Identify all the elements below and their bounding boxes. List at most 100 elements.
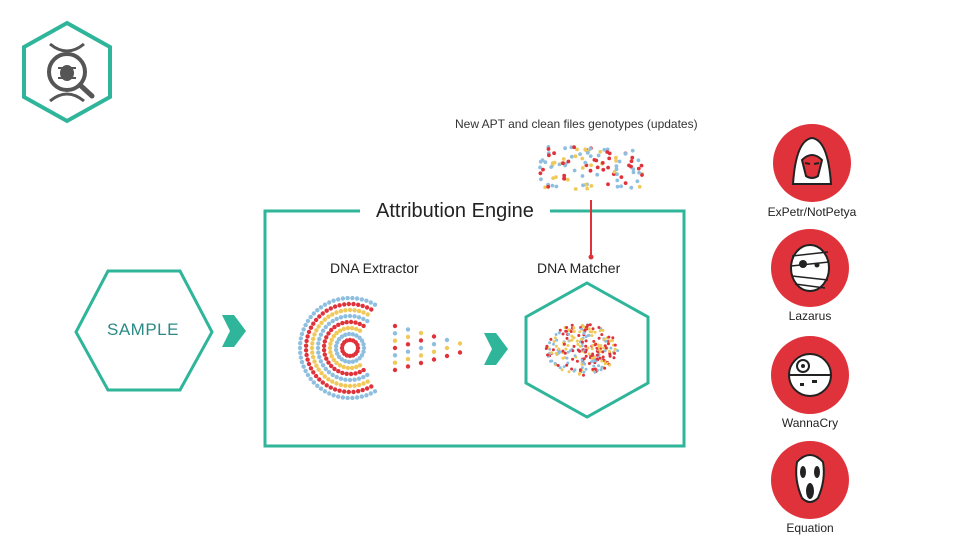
extractor-dot xyxy=(298,341,303,346)
extractor-dot xyxy=(341,326,346,332)
matcher-dot xyxy=(566,344,570,347)
scream-mask-icon xyxy=(771,441,849,519)
extractor-tail-dot xyxy=(405,342,411,347)
extractor-dot xyxy=(321,348,327,353)
matcher-dot xyxy=(557,331,561,335)
extractor-dot xyxy=(357,321,362,327)
genotype-dot xyxy=(580,156,585,161)
genotype-dot xyxy=(595,165,600,170)
extractor-dot xyxy=(299,331,305,337)
matcher-dot xyxy=(594,342,598,346)
extractor-tail-dot xyxy=(392,338,398,343)
apt-label-equation: Equation xyxy=(786,521,834,535)
matcher-dot xyxy=(572,336,576,340)
matcher-dot xyxy=(572,330,576,333)
extractor-dot xyxy=(354,358,359,363)
genotype-dot xyxy=(546,147,551,151)
matcher-dot xyxy=(580,337,583,341)
genotype-dot xyxy=(588,168,593,173)
matcher-dot xyxy=(570,367,574,371)
extractor-dot xyxy=(305,334,310,339)
extractor-dot xyxy=(364,393,369,398)
extractor-tail-dot xyxy=(431,357,437,362)
matcher-dot xyxy=(591,344,595,347)
matcher-dot xyxy=(564,329,568,333)
dna-extractor-label: DNA Extractor xyxy=(330,260,419,276)
extractor-dot xyxy=(335,340,340,345)
matcher-dot xyxy=(586,323,590,327)
matcher-dot xyxy=(583,328,587,332)
genotype-dot xyxy=(575,147,579,152)
extractor-tail-dot xyxy=(444,353,450,359)
extractor-dot xyxy=(306,361,312,367)
matcher-dot xyxy=(549,359,552,363)
extractor-tail-dot xyxy=(405,364,411,369)
extractor-dot xyxy=(357,363,363,368)
matcher-dot xyxy=(580,327,584,331)
mummy-icon xyxy=(771,229,849,307)
extractor-dot xyxy=(303,343,309,348)
extractor-dot xyxy=(357,356,362,361)
matcher-dot xyxy=(597,364,601,368)
extractor-dot xyxy=(332,387,338,392)
genotype-dot xyxy=(588,146,593,151)
matcher-dot xyxy=(600,333,604,337)
extractor-dot xyxy=(316,341,321,346)
extractor-dot xyxy=(352,314,357,319)
matcher-dot xyxy=(564,347,568,351)
matcher-dot xyxy=(603,362,607,366)
matcher-dot xyxy=(590,334,594,338)
matcher-dot xyxy=(608,363,612,367)
matcher-dot xyxy=(567,332,571,336)
extractor-dot xyxy=(324,335,329,340)
genotype-dot xyxy=(607,151,612,156)
matcher-dot xyxy=(571,357,575,361)
matcher-dot xyxy=(578,344,582,348)
genotype-dot xyxy=(612,170,617,174)
death-star-icon xyxy=(771,336,849,414)
extractor-dot xyxy=(343,359,348,364)
matcher-dot xyxy=(593,367,597,371)
matcher-dot xyxy=(572,344,576,348)
matcher-dot xyxy=(571,349,575,353)
extractor-dot xyxy=(334,316,339,322)
extractor-dot xyxy=(318,359,324,364)
extractor-dot xyxy=(345,325,351,331)
matcher-dot xyxy=(578,330,582,334)
extractor-tail-dot xyxy=(392,323,398,329)
extractor-dot xyxy=(327,300,332,305)
matcher-dot xyxy=(608,353,612,357)
extractor-dot xyxy=(331,357,336,362)
extractor-dot xyxy=(345,295,350,301)
genotype-dot xyxy=(543,185,548,190)
extractor-dot xyxy=(364,386,370,391)
extractor-dot xyxy=(322,302,328,307)
extractor-dot xyxy=(360,387,365,393)
matcher-dot xyxy=(587,327,591,331)
extractor-dot xyxy=(328,341,333,346)
extractor-dot xyxy=(346,301,351,307)
extractor-dot xyxy=(352,377,357,382)
genotype-dot xyxy=(600,161,605,165)
extractor-dot xyxy=(318,332,324,337)
matcher-dot xyxy=(573,354,577,358)
extractor-dot xyxy=(314,328,319,333)
extractor-tail-dot xyxy=(392,360,398,365)
extractor-dot xyxy=(356,308,362,314)
extractor-dot xyxy=(359,297,364,302)
extractor-tail-dot xyxy=(392,367,398,373)
extractor-dot xyxy=(350,359,355,364)
extractor-dot xyxy=(337,303,342,308)
matcher-dot xyxy=(558,350,562,354)
genotype-dot xyxy=(589,184,594,188)
matcher-dot xyxy=(552,342,555,346)
matcher-dot xyxy=(567,328,571,332)
extractor-dot xyxy=(305,372,311,378)
extractor-dot xyxy=(347,377,353,383)
extractor-dot xyxy=(318,305,324,310)
extractor-dot xyxy=(320,363,326,368)
genotype-dot xyxy=(538,171,543,176)
extractor-tail-dot xyxy=(392,353,398,358)
matcher-dot xyxy=(556,364,560,367)
extractor-dot xyxy=(334,381,339,386)
